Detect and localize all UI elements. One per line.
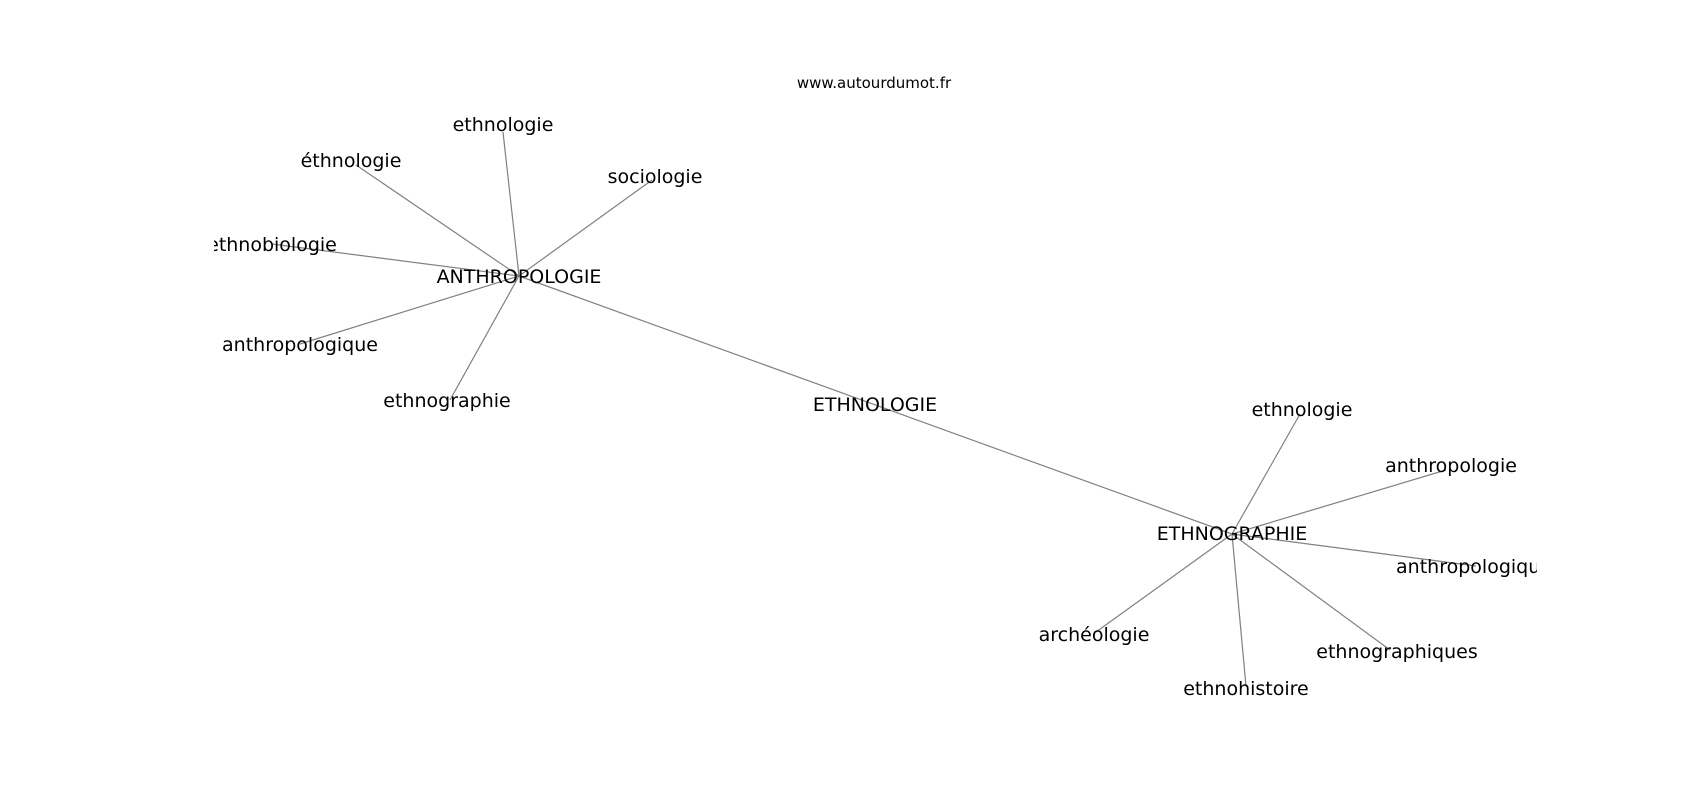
node-ethnographie-anthropologique: anthropologique: [1396, 556, 1552, 578]
edge-anthropologie-ethnologie: [502, 131, 520, 277]
node-anthropologie-ethnologie: ethnologie: [453, 114, 554, 136]
edge-ethnographie-archeologie: [1095, 533, 1233, 633]
node-hub-anthropologie: ANTHROPOLOGIE: [437, 266, 602, 288]
edge-anthropologie-ethnobiologie: [271, 243, 520, 277]
node-labels: ETHNOLOGIE ANTHROPOLOGIE ethnologie éthn…: [207, 114, 1552, 700]
node-anthropologie-ethnobiologie: ethnobiologie: [207, 234, 337, 256]
edges: [271, 131, 1477, 687]
edge-ethnographie-ethnohistoire: [1231, 533, 1247, 687]
node-anthropologie-anthropologique: anthropologique: [222, 334, 378, 356]
node-ethnographie-archeologie: archéologie: [1039, 624, 1150, 646]
edge-ethnographie-anthropologie: [1231, 469, 1447, 535]
edge-ethnographie-anthropologique: [1231, 533, 1477, 567]
edge-anthropologie-sociologie: [518, 179, 653, 277]
node-ethnographie-anthropologie: anthropologie: [1385, 455, 1517, 477]
node-anthropologie-ethnographie: ethnographie: [383, 390, 510, 412]
node-anthropologie-sociologie: sociologie: [608, 166, 703, 188]
edge-ethnographie-ethnologie: [1231, 413, 1301, 535]
edge-anthropologie-ethnographie: [518, 275, 1233, 535]
node-center: ETHNOLOGIE: [813, 394, 937, 416]
node-ethnographie-ethnologie: ethnologie: [1252, 399, 1353, 421]
node-anthropologie-ethnologie-accent: éthnologie: [301, 150, 402, 172]
node-ethnographie-ethnohistoire: ethnohistoire: [1183, 678, 1309, 700]
edge-ethnographie-ethnographiques: [1231, 533, 1391, 651]
source-url: www.autourdumot.fr: [797, 74, 952, 92]
edge-anthropologie-ethnologie-accent: [355, 164, 520, 277]
edge-anthropologie-ethnographie: [449, 275, 520, 401]
node-ethnographie-ethnographiques: ethnographiques: [1316, 641, 1477, 663]
edge-anthropologie-anthropologique: [299, 275, 520, 345]
node-hub-ethnographie: ETHNOGRAPHIE: [1157, 523, 1308, 545]
